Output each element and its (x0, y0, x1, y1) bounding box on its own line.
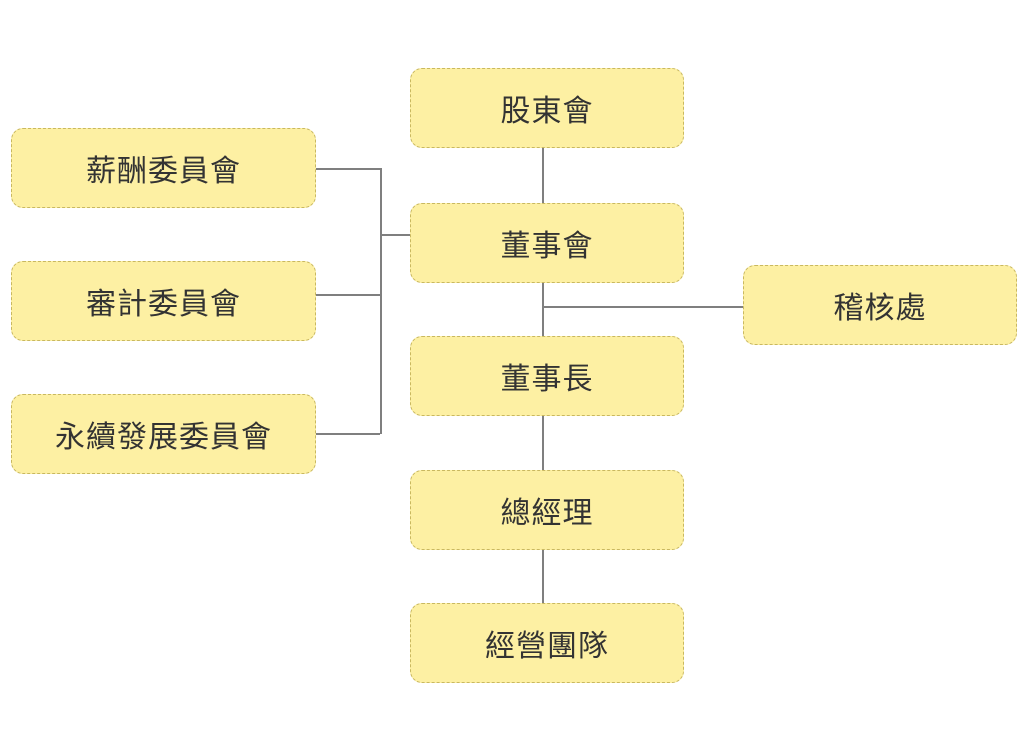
node-sustainability-committee: 永續發展委員會 (11, 394, 316, 474)
connector-board-chairman (542, 283, 544, 336)
node-shareholders-meeting: 股東會 (410, 68, 684, 148)
node-label: 股東會 (500, 94, 594, 129)
connector-sustainability-committee (316, 433, 380, 435)
node-board-of-directors: 董事會 (410, 203, 684, 283)
node-compensation-committee: 薪酬委員會 (11, 128, 316, 208)
connector-chairman-general-manager (542, 416, 544, 470)
connector-bus-board (380, 234, 410, 236)
node-general-manager: 總經理 (410, 470, 684, 550)
node-audit-committee: 審計委員會 (11, 261, 316, 341)
connector-compensation-committee (316, 168, 380, 170)
connector-audit-committee (316, 294, 380, 296)
node-label: 董事長 (500, 362, 594, 397)
node-label: 董事會 (500, 229, 594, 264)
node-label: 稽核處 (833, 291, 927, 326)
node-label: 永續發展委員會 (55, 420, 272, 455)
connector-committees-bus (380, 168, 382, 434)
node-management-team: 經營團隊 (410, 603, 684, 683)
node-label: 審計委員會 (86, 287, 241, 322)
node-label: 總經理 (500, 496, 594, 531)
node-chairman: 董事長 (410, 336, 684, 416)
connector-audit-office (542, 306, 743, 308)
node-label: 經營團隊 (485, 629, 609, 664)
connector-shareholders-board (542, 148, 544, 203)
node-label: 薪酬委員會 (86, 154, 241, 189)
node-audit-office: 稽核處 (743, 265, 1017, 345)
connector-general-manager-team (542, 550, 544, 603)
